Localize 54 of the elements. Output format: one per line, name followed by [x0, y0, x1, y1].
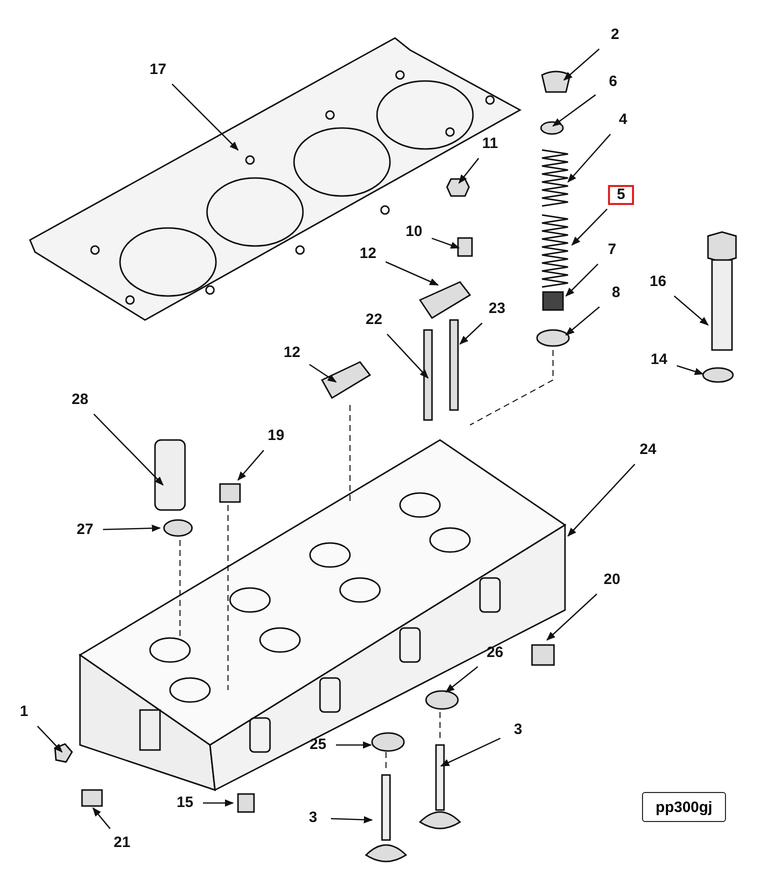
leader-line — [386, 334, 429, 379]
leader-line — [440, 738, 501, 767]
leader-line — [336, 741, 372, 749]
callout-number: 22 — [361, 310, 387, 330]
callout-number: 27 — [72, 520, 98, 540]
callout-number: 21 — [109, 833, 135, 853]
leader-line — [432, 238, 460, 249]
leader-line — [567, 464, 636, 537]
leader-line — [552, 94, 596, 127]
leader-line — [546, 594, 598, 641]
callout-number: 8 — [603, 283, 629, 303]
leader-line — [92, 807, 111, 830]
callout-number: 15 — [172, 793, 198, 813]
callout-number: 3 — [300, 808, 326, 828]
leader-line — [37, 726, 63, 753]
callout-number: 1 — [11, 702, 37, 722]
callout-number: 10 — [401, 222, 427, 242]
leader-line — [571, 208, 608, 246]
leader-line — [385, 261, 439, 286]
leader-line — [203, 799, 234, 807]
callout-number: 16 — [645, 272, 671, 292]
callout-number: 12 — [355, 244, 381, 264]
callout-number: 24 — [635, 440, 661, 460]
callout-number: 5 — [608, 185, 634, 205]
leader-line — [445, 666, 478, 693]
callout-number: 12 — [279, 343, 305, 363]
callout-number: 11 — [477, 134, 503, 154]
leader-line — [563, 48, 600, 81]
callout-number: 23 — [484, 299, 510, 319]
callout-number: 4 — [610, 110, 636, 130]
leader-line — [237, 450, 264, 481]
leader-line — [567, 134, 611, 183]
leader-line — [102, 524, 161, 532]
callout-number: 17 — [145, 60, 171, 80]
leader-line — [676, 365, 704, 375]
callout-number: 7 — [599, 240, 625, 260]
leader-line — [459, 322, 483, 345]
leader-line — [93, 414, 164, 486]
callout-number: 19 — [263, 426, 289, 446]
leader-line — [330, 816, 373, 824]
figure-code: pp300gj — [642, 792, 726, 822]
leader-line — [309, 364, 337, 383]
leader-line — [565, 306, 600, 336]
leader-line — [565, 264, 598, 297]
callout-number: 6 — [600, 72, 626, 92]
callout-number: 3 — [505, 720, 531, 740]
leader-line — [458, 158, 480, 184]
callout-number: 28 — [67, 390, 93, 410]
leader-line — [172, 84, 239, 151]
callout-number: 2 — [602, 25, 628, 45]
callout-number: 14 — [646, 350, 672, 370]
callout-number: 20 — [599, 570, 625, 590]
callout-number: 26 — [482, 643, 508, 663]
leader-line — [674, 296, 709, 326]
